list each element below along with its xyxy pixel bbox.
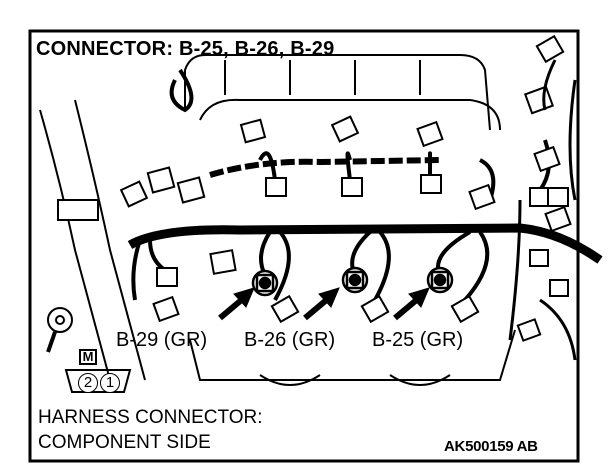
footer-line-2: COMPONENT SIDE — [38, 432, 211, 453]
label-b25: B-25 (GR) — [372, 329, 464, 351]
connector-b26 — [341, 266, 369, 294]
label-b29: B-29 (GR) — [116, 329, 208, 351]
main-harness — [127, 223, 603, 264]
diagram-title: CONNECTOR: B-25, B-26, B-29 — [36, 38, 335, 60]
pointer-arrows — [218, 287, 430, 321]
upper-harness — [209, 157, 441, 178]
label-b26: B-26 (GR) — [244, 329, 336, 351]
connector-type-badge: M — [82, 349, 94, 364]
connector-boxes — [119, 34, 572, 342]
connector-b29 — [251, 269, 279, 297]
diagram-border — [28, 29, 580, 463]
pin-number: 1 — [100, 373, 120, 393]
harness-connector-symbol — [64, 349, 132, 393]
pin-number: 2 — [78, 373, 98, 393]
footer-line-1: HARNESS CONNECTOR: — [38, 407, 263, 428]
connector-b25 — [426, 266, 454, 294]
engine-block-outline — [184, 54, 516, 386]
left-hose — [39, 99, 146, 381]
figure-code: AK500159 AB — [444, 438, 538, 455]
right-wires — [508, 59, 577, 361]
ground-terminal — [46, 307, 73, 353]
